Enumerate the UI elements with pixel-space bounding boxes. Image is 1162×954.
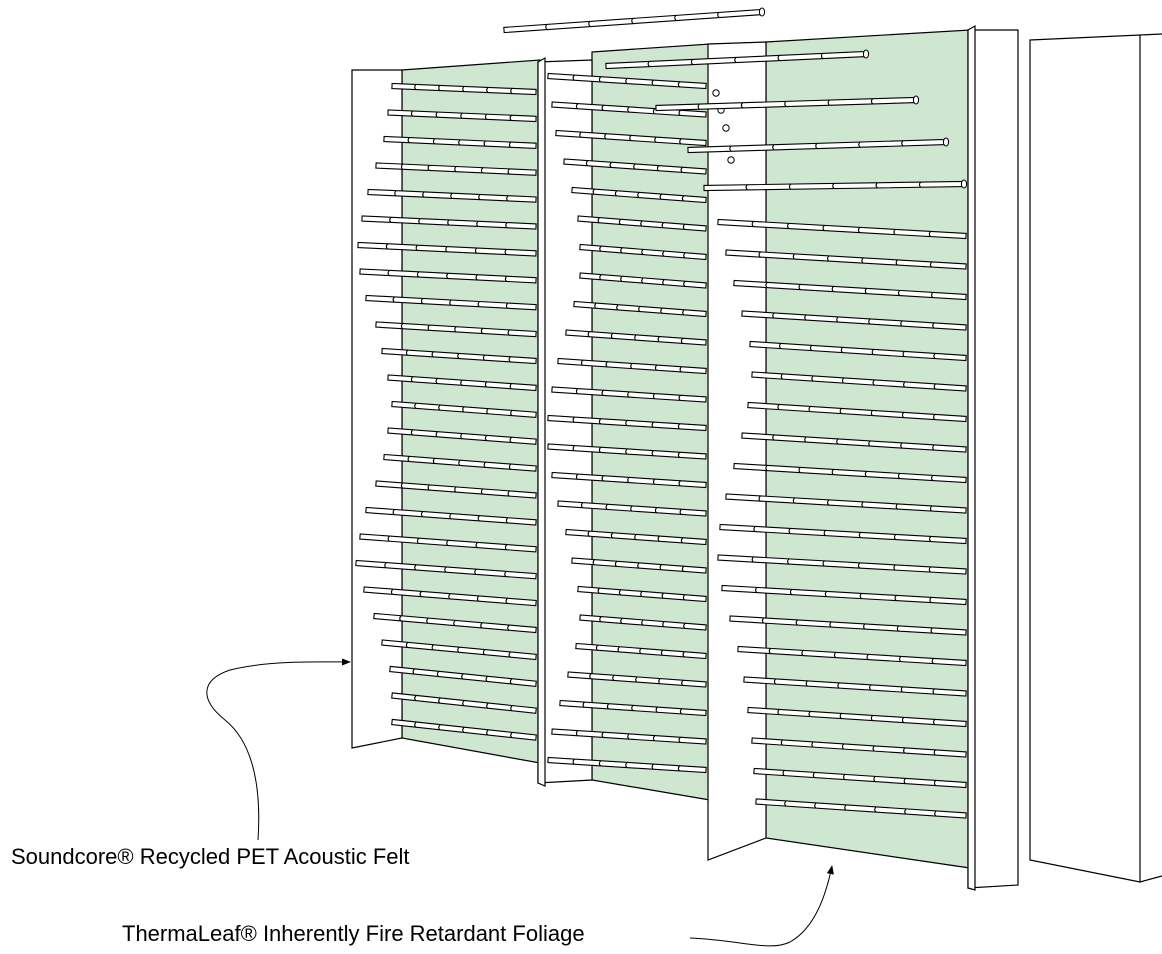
- foliage-rod: [557, 357, 707, 375]
- leader-line-felt: [206, 658, 351, 841]
- foliage-rods: [355, 7, 968, 819]
- foliage-rod: [383, 135, 537, 149]
- foliage-rod: [751, 371, 967, 392]
- foliage-rod: [577, 215, 707, 232]
- foliage-rod: [573, 300, 707, 318]
- foliage-rod: [365, 294, 537, 311]
- foliage-rod: [391, 692, 537, 714]
- foliage-rod: [749, 340, 967, 362]
- foliage-rod: [571, 557, 707, 574]
- foliage-rod: [565, 329, 707, 346]
- foliage-rod: [355, 559, 537, 580]
- foliage-rod: [721, 584, 967, 606]
- mounting-holes: [712, 89, 735, 164]
- foliage-rod: [753, 767, 967, 789]
- foliage-rod: [733, 462, 967, 484]
- foliage-rod: [375, 480, 537, 499]
- foliage-rod: [747, 401, 967, 423]
- foliage-rod: [563, 158, 707, 175]
- foliage-rod: [547, 443, 707, 460]
- foliage-rod: [503, 7, 766, 34]
- foliage-rod: [579, 272, 707, 289]
- foliage-rod: [361, 215, 537, 230]
- foliage-rod: [359, 268, 537, 284]
- foliage-rod: [373, 612, 537, 634]
- foliage-rod: [717, 554, 967, 575]
- back-wall: [1029, 33, 1162, 883]
- foliage-rod: [729, 615, 967, 636]
- callout-fire-retardant-foliage: ThermaLeaf® Inherently Fire Retardant Fo…: [122, 921, 585, 946]
- foliage-rod: [579, 243, 707, 261]
- foliage-rod: [655, 95, 920, 112]
- post-right-inner: [707, 41, 767, 861]
- foliage-rod: [703, 179, 968, 192]
- foliage-rod: [387, 427, 537, 445]
- foliage-rod: [375, 321, 537, 338]
- foliage-rod: [551, 386, 707, 403]
- foliage-rod: [547, 756, 707, 774]
- foliage-rod: [717, 218, 967, 240]
- foliage-rod: [387, 109, 537, 123]
- foliage-rod: [383, 453, 537, 472]
- foliage-rod: [725, 249, 967, 270]
- foliage-rod: [743, 676, 967, 697]
- foliage-rod: [375, 162, 537, 176]
- foliage-rod: [567, 671, 707, 688]
- foliage-rod: [559, 699, 707, 717]
- foliage-rod: [551, 471, 707, 489]
- foliage-rod: [733, 279, 967, 301]
- foliage-rod: [741, 432, 967, 453]
- post-right-outer: [967, 24, 1019, 891]
- foliage-rod: [387, 374, 537, 392]
- foliage-rod: [363, 586, 537, 607]
- foliage-rod: [737, 645, 967, 667]
- foliage-rod: [381, 347, 537, 365]
- foliage-rod: [551, 101, 707, 118]
- foliage-rod: [747, 706, 967, 728]
- foliage-rod: [565, 528, 707, 546]
- leader-line-foliage: [689, 865, 834, 947]
- foliage-rod: [555, 129, 707, 147]
- foliage-rod: [741, 310, 967, 331]
- foliage-rod: [725, 493, 967, 514]
- foliage-rod: [547, 414, 707, 432]
- post-left: [351, 69, 403, 749]
- foliage-rod: [579, 614, 707, 631]
- callout-acoustic-felt: Soundcore® Recycled PET Acoustic Felt: [11, 844, 410, 869]
- foliage-rod: [605, 49, 870, 70]
- foliage-rod: [367, 188, 537, 203]
- foliage-rod: [381, 639, 537, 661]
- foliage-rod: [359, 533, 537, 553]
- foliage-rod: [365, 506, 537, 526]
- foliage-rod: [391, 400, 537, 418]
- foliage-rod: [575, 642, 707, 660]
- foliage-rod: [577, 585, 707, 603]
- foliage-rod: [391, 718, 537, 741]
- foliage-rod: [571, 186, 707, 204]
- foliage-rod: [391, 82, 537, 96]
- foliage-rod: [547, 72, 707, 90]
- foliage-rod: [687, 137, 950, 154]
- foliage-rod: [755, 798, 967, 819]
- foliage-rod: [751, 737, 967, 758]
- foliage-rod: [551, 728, 707, 745]
- foliage-rod: [557, 500, 707, 517]
- foliage-rod: [719, 523, 967, 545]
- foliage-rod: [389, 665, 537, 687]
- foliage-rod: [357, 241, 537, 257]
